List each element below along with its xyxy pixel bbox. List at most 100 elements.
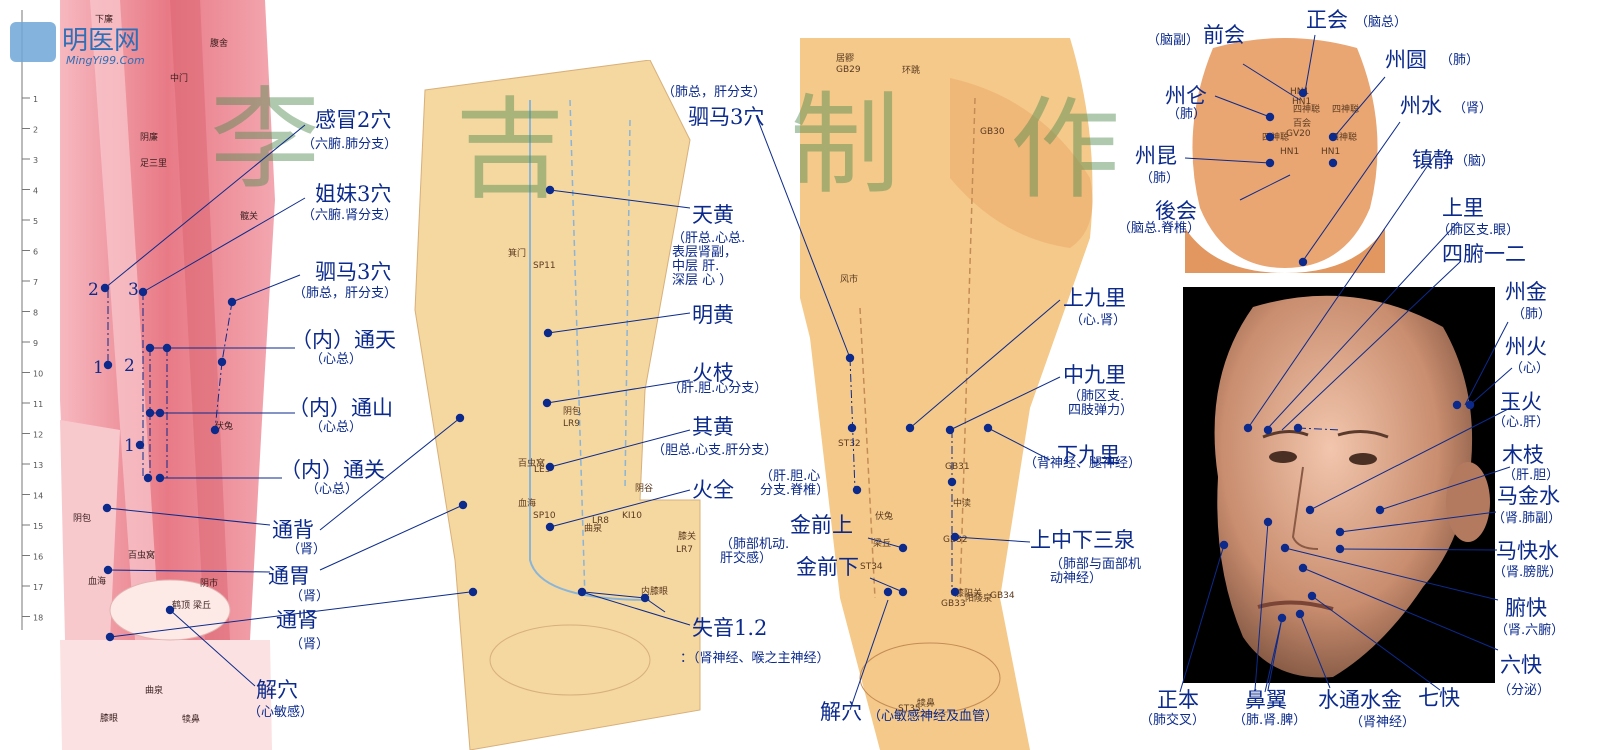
map-point-label: 阴廉 <box>140 133 159 143</box>
map-point-label: 伏兔 <box>215 422 234 432</box>
acupoint-sublabel: （肾） <box>290 637 330 652</box>
map-point-label: 犊鼻 <box>917 699 936 709</box>
acupoint-label: 州水 <box>1400 94 1442 118</box>
map-point-label: GB34 <box>990 591 1015 601</box>
acupoint-label: 州金 <box>1505 280 1547 304</box>
acupoint-label: （内）通山 <box>288 396 393 420</box>
map-point-label: HN1 <box>1321 147 1341 157</box>
watermark-char: 吉 <box>455 86 565 214</box>
map-point-label: 风市 <box>840 275 859 285</box>
map-point-label: GB32 <box>943 535 968 545</box>
map-point-label: 腹舍 <box>210 39 229 49</box>
watermark-char: 李 <box>210 76 320 204</box>
acupoint-label: 中九里 <box>1063 363 1126 387</box>
map-point-label: 百虫窝 <box>518 459 546 469</box>
map-point-label: 中渎 <box>953 499 972 509</box>
acupoint-label: 腑快 <box>1505 596 1547 620</box>
acupoint-sublabel: （肾神经） <box>1350 715 1416 730</box>
ruler-tick-label: 4 <box>33 187 38 196</box>
acupoint-sublabel: （肺） <box>1167 107 1207 122</box>
acupoint-label: 通背 <box>272 518 314 542</box>
logo-url: MingYi99.Com <box>66 54 145 67</box>
map-point-label: 膝阳关 <box>955 589 983 599</box>
acupoint-sublabel: （肝总.心总.表层肾副，中层 肝.深层 心 ） <box>672 231 746 288</box>
acupoint-label: 四腑一二 <box>1442 242 1526 266</box>
acupoint-label: 解穴 <box>256 678 298 702</box>
map-point-label: LR7 <box>676 545 693 555</box>
map-point-label: HN1 <box>1292 97 1312 107</box>
acupoint-sublabel: （心） <box>1510 361 1550 376</box>
map-point-label: GB30 <box>980 127 1005 137</box>
face-illustration <box>1214 295 1490 678</box>
acupoint-number: 1 <box>93 358 104 378</box>
acupoint-label: 水通水金 <box>1318 688 1402 712</box>
acupoint-sublabel: （肺区支.四肢弹力） <box>1068 389 1134 418</box>
acupoint-sublabel: ：（肾神经、喉之主神经） <box>680 651 830 666</box>
acupoint-sublabel: （心总） <box>310 420 363 435</box>
acupoint-label: 上中下三泉 <box>1030 528 1135 552</box>
acupoint-label: 七快 <box>1418 686 1460 710</box>
acupoint-label: 火枝 <box>692 361 734 385</box>
map-point-label: 曲泉 <box>584 524 603 534</box>
ruler-tick-label: 14 <box>33 492 43 501</box>
map-point-label: 犊鼻 <box>182 715 201 725</box>
acupoint-label: 镇静 <box>1412 148 1454 172</box>
map-point-label: 百虫窝 <box>128 551 156 561</box>
ruler-tick-label: 18 <box>33 614 43 623</box>
map-point-label: LE3 <box>534 465 551 475</box>
acupoint-sublabel: （心.肾） <box>1070 313 1127 328</box>
acupoint-sublabel: （肺总，肝分支） <box>662 85 767 100</box>
map-point-label: HN1 <box>1290 87 1310 97</box>
acupoint-sublabel: （脑） <box>1455 154 1495 169</box>
acupoint-sublabel: （肺） <box>1440 53 1480 68</box>
map-point-label: 阴谷 <box>635 484 654 494</box>
logo-icon <box>10 22 56 62</box>
acupoint-label: 马快水 <box>1496 539 1559 563</box>
map-point-label: 下廉 <box>95 15 114 25</box>
acupoint-sublabel: （肾） <box>1453 101 1493 116</box>
map-point-label: 梁丘 <box>193 601 212 611</box>
acupoint-label: （肺部机动.肝交感） <box>720 537 790 566</box>
map-point-label: 梁丘 <box>873 539 892 549</box>
acupoint-label: 州昆 <box>1135 144 1177 168</box>
acupoint-label: 州仑 <box>1165 84 1207 108</box>
acupoint-sublabel: （脑总） <box>1355 15 1408 30</box>
acupoint-label: 驷马3穴 <box>688 105 765 129</box>
map-point-label: 内膝眼 <box>641 587 669 597</box>
ruler-tick-label: 16 <box>33 553 43 562</box>
map-point-label: 膝关 <box>678 532 697 542</box>
map-point-label: GB31 <box>945 462 970 472</box>
map-point-label: ST32 <box>838 439 861 449</box>
ruler-tick-label: 11 <box>33 400 43 409</box>
acupoint-label: 鼻翼 <box>1245 688 1287 712</box>
acupoint-sublabel: （六腑.肾分支） <box>302 208 398 223</box>
acupoint-label: 州火 <box>1505 335 1547 359</box>
ruler-tick-label: 6 <box>33 248 38 257</box>
map-point-label: SP11 <box>533 261 556 271</box>
map-point-label: 居髎 <box>836 54 855 64</box>
acupoint-label: 马金水 <box>1497 484 1560 508</box>
acupoint-label: 驷马3穴 <box>315 260 392 284</box>
acupoint-label: 正本 <box>1157 688 1199 712</box>
acupoint-label: 前会 <box>1203 23 1245 47</box>
acupoint-number: 3 <box>128 280 139 300</box>
acupoint-sublabel: （心敏感） <box>248 705 314 720</box>
acupoint-sublabel: （胆总.心支.肝分支） <box>652 443 778 458</box>
acupoint-label: 州圆 <box>1385 48 1427 72</box>
map-point-label: 血海 <box>88 577 107 587</box>
map-point-label: ST35 <box>898 704 921 714</box>
acupoint-sublabel: （肾.六腑） <box>1495 623 1565 638</box>
acupoint-sublabel: （肺.肾.脾） <box>1233 713 1307 728</box>
acupoint-sublabel: （肺部与面部机动神经） <box>1050 557 1142 586</box>
acupoint-number: 2 <box>124 356 135 376</box>
map-point-label: 膝眼 <box>100 714 119 724</box>
acupoint-sublabel: （心总） <box>310 352 363 367</box>
acupoint-sublabel: （肾.膀胱） <box>1493 565 1563 580</box>
map-point-label: 四神聪 <box>1262 133 1290 143</box>
watermark-char: 制 <box>790 81 900 209</box>
acupoint-label: 玉火 <box>1500 390 1542 414</box>
ruler-tick-label: 3 <box>33 156 38 165</box>
face-panel <box>1183 287 1495 683</box>
acupoint-sublabel: （心敏感神经及血管） <box>868 709 999 724</box>
acupoint-sublabel: （背神经、腿神经） <box>1024 456 1142 471</box>
